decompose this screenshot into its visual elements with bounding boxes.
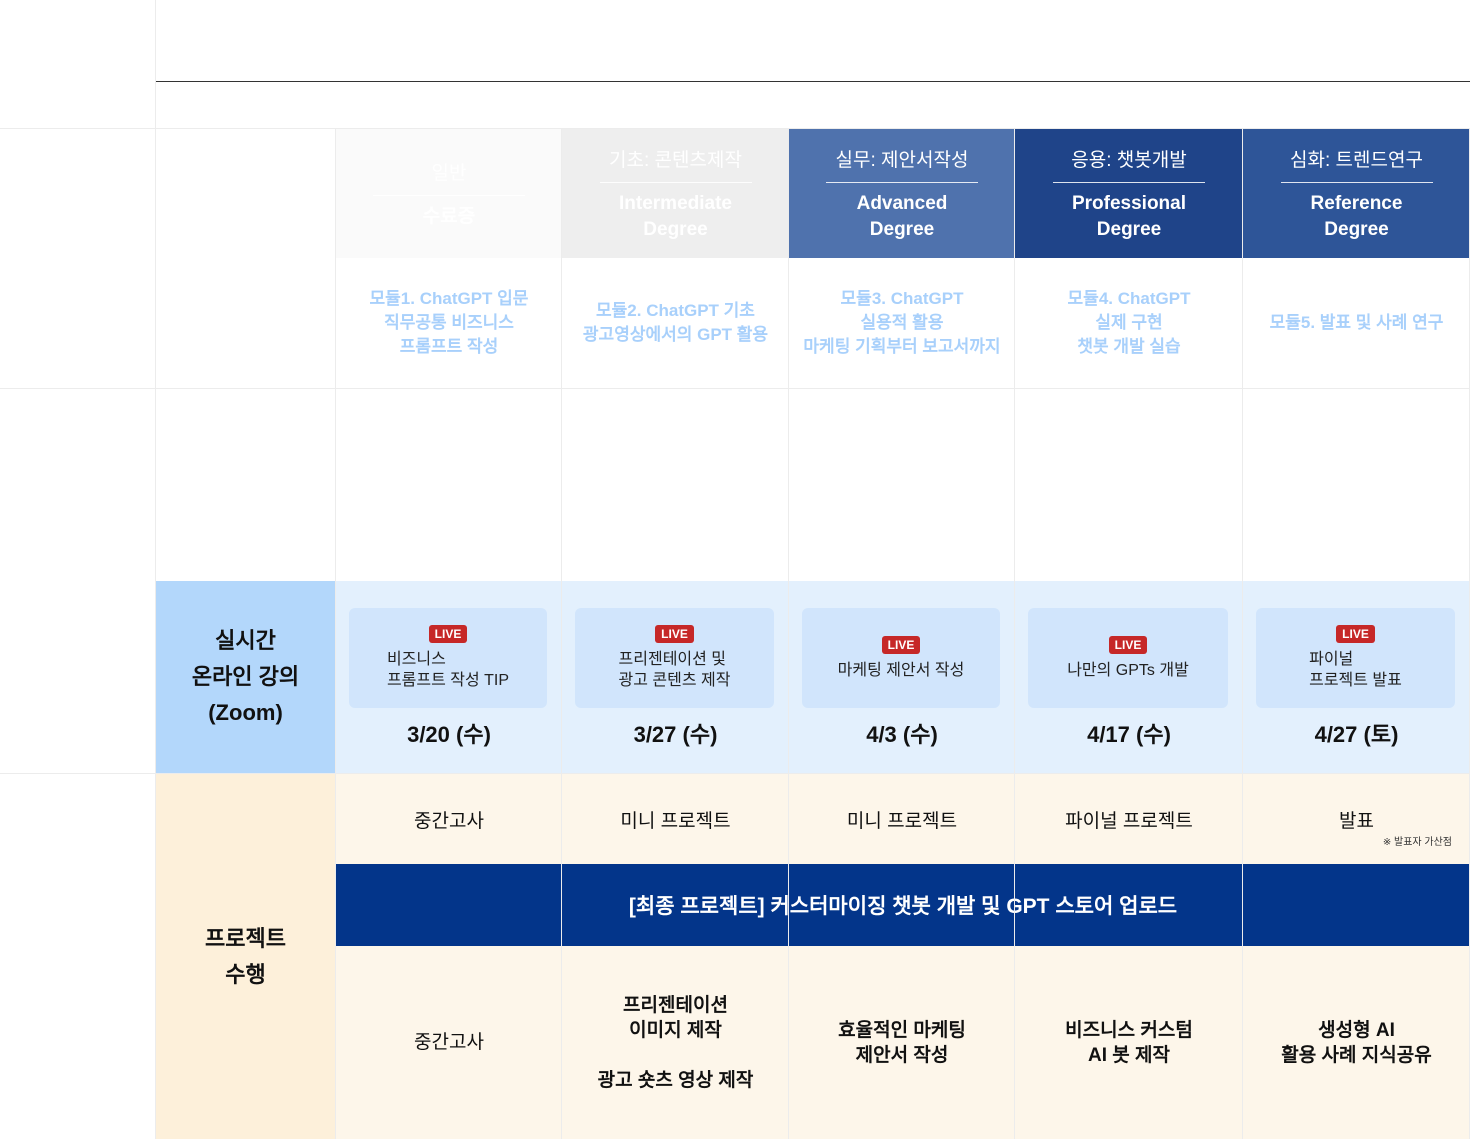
live-card[interactable]: LIVE 프리젠테이션 및 광고 콘텐츠 제작 — [575, 608, 774, 708]
track-title: 심화: 트렌드연구 — [1280, 145, 1433, 183]
live-session: LIVE 마케팅 제안서 작성 4/3 (수) — [789, 581, 1015, 773]
row-divider — [0, 388, 1470, 389]
column-divider — [1242, 129, 1243, 1139]
final-project-banner: [최종 프로젝트] 커스터마이징 챗봇 개발 및 GPT 스토어 업로드 — [336, 864, 1470, 946]
project-deliverable: 중간고사 — [336, 946, 562, 1139]
project-deliverable: 비즈니스 커스텀 AI 봇 제작 — [1015, 946, 1243, 1139]
module-text: 모듈3. ChatGPT — [840, 289, 964, 308]
project-task: 파이널 프로젝트 — [1065, 810, 1193, 832]
track-title: 일반 — [373, 158, 525, 196]
project-cell: 미니 프로젝트 — [789, 774, 1015, 864]
left-divider — [155, 0, 156, 1139]
track-title: 실무: 제안서작성 — [826, 145, 978, 183]
module-text: 직무공통 비즈니스 — [384, 313, 514, 332]
project-row-label: 프로젝트 수행 — [156, 774, 335, 1139]
project-cell: 발표 ※ 발표자 가산점 — [1243, 774, 1470, 864]
session-date: 3/27 (수) — [633, 722, 718, 747]
live-session: LIVE 비즈니스 프롬프트 작성 TIP 3/20 (수) — [336, 581, 562, 773]
module-text: 프롬프트 작성 — [399, 337, 499, 356]
module-text: 모듈2. ChatGPT 기초 — [596, 301, 755, 320]
project-task: 발표 — [1339, 810, 1374, 832]
deliverable-text: 생성형 AI 활용 사례 지식공유 — [1281, 1019, 1432, 1066]
module-text: 챗봇 개발 실습 — [1077, 337, 1181, 356]
deliverable-text: 비즈니스 커스텀 AI 봇 제작 — [1065, 1019, 1193, 1066]
track-header: 심화: 트렌드연구 Reference Degree — [1243, 129, 1470, 258]
module-text: 광고영상에서의 GPT 활용 — [582, 325, 769, 344]
track-degree: Professional Degree — [1071, 192, 1187, 240]
project-deliverable: 효율적인 마케팅 제안서 작성 — [789, 946, 1015, 1139]
live-badge: LIVE — [428, 625, 468, 643]
module-text: 모듈4. ChatGPT — [1067, 289, 1191, 308]
live-card[interactable]: LIVE 마케팅 제안서 작성 — [802, 608, 1000, 708]
session-date: 4/3 (수) — [866, 722, 938, 747]
column-divider — [1014, 129, 1015, 1139]
project-deliverable: 생성형 AI 활용 사례 지식공유 — [1243, 946, 1470, 1139]
session-topic: 파이널 프로젝트 발표 — [1309, 651, 1402, 689]
project-task: 미니 프로젝트 — [846, 810, 958, 832]
project-cell: 중간고사 — [336, 774, 562, 864]
top-rule — [155, 81, 1470, 82]
session-topic: 프리젠테이션 및 광고 콘텐츠 제작 — [618, 651, 731, 689]
column-divider — [788, 129, 789, 1139]
live-badge: LIVE — [881, 635, 921, 654]
live-badge: LIVE — [1336, 625, 1375, 643]
session-topic: 나만의 GPTs 개발 — [1067, 661, 1189, 679]
live-row-label: 실시간 온라인 강의 (Zoom) — [156, 581, 335, 773]
live-card[interactable]: LIVE 파이널 프로젝트 발표 — [1256, 608, 1455, 708]
row-divider — [0, 773, 1470, 774]
module-text: 실제 구현 — [1095, 313, 1163, 332]
track-degree: Advanced Degree — [856, 192, 948, 240]
presenter-bonus-note: ※ 발표자 가산점 — [1382, 837, 1452, 848]
live-label-line: (Zoom) — [208, 700, 283, 725]
module-text: 모듈1. ChatGPT 입문 — [369, 289, 529, 308]
deliverable-text: 효율적인 마케팅 제안서 작성 — [838, 1019, 966, 1066]
live-card[interactable]: LIVE 나만의 GPTs 개발 — [1028, 608, 1228, 708]
project-label-line: 수행 — [225, 961, 266, 987]
track-header: 기초: 콘텐츠제작 Intermediate Degree — [562, 129, 789, 258]
session-date: 4/17 (수) — [1087, 722, 1171, 747]
live-card[interactable]: LIVE 비즈니스 프롬프트 작성 TIP — [349, 608, 547, 708]
track-degree: Intermediate Degree — [619, 192, 732, 240]
live-label-line: 실시간 — [215, 628, 276, 653]
row-divider — [0, 128, 1470, 129]
project-task: 미니 프로젝트 — [620, 810, 731, 832]
session-topic: 비즈니스 프롬프트 작성 TIP — [386, 651, 510, 689]
track-header: 응용: 챗봇개발 Professional Degree — [1015, 129, 1243, 258]
project-cell: 파이널 프로젝트 — [1015, 774, 1243, 864]
module-text: 실용적 활용 — [860, 313, 944, 332]
deliverable-text: 프리젠테이션 이미지 제작 광고 숏츠 영상 제작 — [597, 994, 754, 1091]
project-cell: 미니 프로젝트 — [562, 774, 789, 864]
column-divider — [335, 129, 336, 1139]
session-date: 4/27 (토) — [1314, 722, 1399, 747]
project-task: 중간고사 — [414, 810, 484, 832]
live-session: LIVE 나만의 GPTs 개발 4/17 (수) — [1015, 581, 1243, 773]
track-title: 기초: 콘텐츠제작 — [599, 145, 752, 183]
live-session: LIVE 파이널 프로젝트 발표 4/27 (토) — [1243, 581, 1470, 773]
track-degree: Reference Degree — [1310, 192, 1403, 240]
project-deliverable: 프리젠테이션 이미지 제작 광고 숏츠 영상 제작 — [562, 946, 789, 1139]
live-badge: LIVE — [1108, 635, 1148, 654]
session-topic: 마케팅 제안서 작성 — [837, 661, 965, 679]
final-project-text: [최종 프로젝트] 커스터마이징 챗봇 개발 및 GPT 스토어 업로드 — [628, 895, 1178, 918]
deliverable-text: 중간고사 — [414, 1032, 484, 1053]
track-title: 응용: 챗봇개발 — [1053, 145, 1205, 183]
live-label-line: 온라인 강의 — [191, 664, 300, 689]
module-cell: 모듈5. 발표 및 사례 연구 — [1243, 258, 1470, 388]
track-header: 실무: 제안서작성 Advanced Degree — [789, 129, 1015, 258]
project-label-line: 프로젝트 — [205, 925, 286, 951]
track-header: 일반 수료증 — [336, 129, 562, 258]
module-text: 마케팅 기획부터 보고서까지 — [803, 337, 1001, 356]
column-divider — [561, 129, 562, 1139]
session-date: 3/20 (수) — [407, 722, 491, 747]
live-badge: LIVE — [655, 625, 694, 643]
module-text: 모듈5. 발표 및 사례 연구 — [1269, 313, 1444, 332]
track-degree: 수료증 — [422, 205, 476, 227]
live-session: LIVE 프리젠테이션 및 광고 콘텐츠 제작 3/27 (수) — [562, 581, 789, 773]
